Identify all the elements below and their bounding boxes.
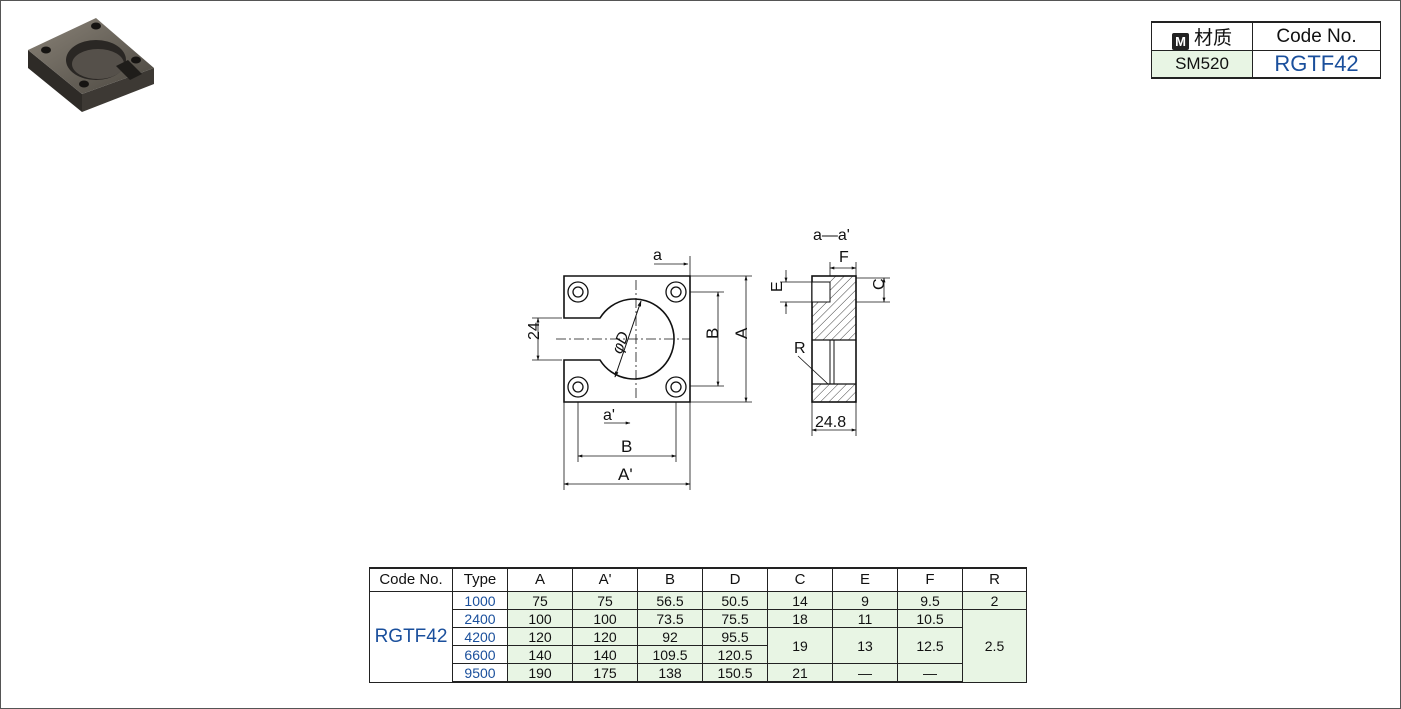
- code-header: Code No.: [1276, 25, 1357, 47]
- cell-c: 21: [767, 663, 833, 683]
- col-header: D: [702, 567, 768, 592]
- code-cell: RGTF42: [369, 591, 453, 683]
- cell-a-prime: 75: [572, 591, 638, 610]
- cell-e: 9: [832, 591, 898, 610]
- a-label: a: [653, 247, 662, 264]
- dim-a-prime-horizontal: [563, 402, 691, 490]
- cell-b: 56.5: [637, 591, 703, 610]
- cell-e: 11: [832, 609, 898, 628]
- dim-e-lines: [780, 270, 812, 314]
- table-row: 6600 140 140 109.5 120.5: [370, 645, 1027, 664]
- col-header: C: [767, 567, 833, 592]
- col-header: Code No.: [369, 567, 453, 592]
- code-value-cell: RGTF42: [1252, 50, 1381, 79]
- cell-a: 120: [507, 627, 573, 646]
- table-row: 4200 120 120 92 95.5 19 13 12.5: [370, 627, 1027, 664]
- dim-e-label: E: [769, 281, 786, 292]
- cell-a: 100: [507, 609, 573, 628]
- technical-drawing: φD 24 a a' B A B A': [526, 227, 890, 490]
- code-header-cell: Code No.: [1252, 21, 1381, 51]
- col-header: F: [897, 567, 963, 592]
- cell-a-prime: 100: [572, 609, 638, 628]
- cell-a: 140: [507, 645, 573, 664]
- material-header: 材质: [1193, 28, 1232, 49]
- type-cell: 2400: [452, 609, 508, 628]
- cell-d: 95.5: [702, 627, 768, 646]
- diameter-line: [614, 300, 642, 378]
- cell-f-merged: 12.5: [897, 627, 963, 664]
- col-header: B: [637, 567, 703, 592]
- col-header: E: [832, 567, 898, 592]
- dim-f-lines: [829, 262, 857, 276]
- dim-b-horizontal: [577, 402, 677, 462]
- cell-e: —: [832, 663, 898, 683]
- cell-c-merged: 19: [767, 627, 833, 664]
- cell-c: 18: [767, 609, 833, 628]
- table-row: 2400 100 100 73.5 75.5 18 11 10.5 2.5: [370, 609, 1027, 683]
- cell-a: 75: [507, 591, 573, 610]
- cell-a: 190: [507, 663, 573, 683]
- cell-f: —: [897, 663, 963, 683]
- col-header: A': [572, 567, 638, 592]
- table-row: RGTF42 1000 75 75 56.5 50.5 14 9 9.5 2: [369, 591, 1027, 683]
- dim-c-lines: [856, 277, 890, 303]
- dim-f-label: F: [839, 249, 849, 266]
- a-marker: [654, 256, 691, 276]
- cell-d: 150.5: [702, 663, 768, 683]
- cell-e-merged: 13: [832, 627, 898, 664]
- material-m-icon: M: [1171, 33, 1189, 50]
- cell-r-merged: 2.5: [962, 609, 1027, 683]
- cell-f: 10.5: [897, 609, 963, 628]
- type-cell: 4200: [452, 627, 508, 646]
- cell-d: 120.5: [702, 645, 768, 664]
- cell-a-prime: 175: [572, 663, 638, 683]
- dim-a-vertical: [690, 275, 752, 403]
- cell-a-prime: 120: [572, 627, 638, 646]
- cell-d: 75.5: [702, 609, 768, 628]
- dim-r-leader: [797, 355, 829, 385]
- section-view: [811, 275, 857, 403]
- a-prime-label: a': [603, 407, 615, 424]
- section-label: a—a': [813, 227, 850, 244]
- cell-f: 9.5: [897, 591, 963, 610]
- product-photo: [28, 18, 154, 112]
- cell-r: 2: [962, 591, 1027, 610]
- spec-table: Code No. Type A A' B D C E F R RGTF42 10…: [369, 567, 1027, 683]
- col-header: A: [507, 567, 573, 592]
- material-value-cell: SM520: [1151, 50, 1253, 79]
- table-row: 9500 190 175 138 150.5 21 — —: [370, 663, 1027, 683]
- cell-c: 14: [767, 591, 833, 610]
- dim-r-label: R: [794, 340, 806, 357]
- dim-b-bottom-label: B: [621, 437, 632, 456]
- dim-b-label: B: [703, 328, 722, 339]
- dim-24-lines: [532, 317, 562, 361]
- col-header: Type: [452, 567, 508, 592]
- dim-248-label: 24.8: [815, 414, 846, 431]
- code-value: RGTF42: [1274, 51, 1359, 76]
- dim-24-label: 24: [526, 322, 543, 340]
- dim-c-label: C: [871, 278, 888, 290]
- bolt-holes: [567, 281, 687, 398]
- dim-a-label: A: [732, 327, 751, 339]
- cell-a-prime: 140: [572, 645, 638, 664]
- cell-b: 73.5: [637, 609, 703, 628]
- type-cell: 6600: [452, 645, 508, 664]
- phi-d-label: φD: [609, 329, 633, 356]
- spec-header-row: Code No. Type A A' B D C E F R: [369, 567, 1027, 592]
- col-header: R: [962, 567, 1027, 592]
- dim-a-prime-label: A': [618, 465, 633, 484]
- cell-d: 50.5: [702, 591, 768, 610]
- type-cell: 9500: [452, 663, 508, 683]
- material-value: SM520: [1175, 54, 1229, 73]
- cell-b: 109.5: [637, 645, 703, 664]
- dim-248-lines: [811, 402, 857, 436]
- cell-b: 138: [637, 663, 703, 683]
- dim-b-vertical: [690, 291, 724, 387]
- cell-b: 92: [637, 627, 703, 646]
- type-cell: 1000: [452, 591, 508, 610]
